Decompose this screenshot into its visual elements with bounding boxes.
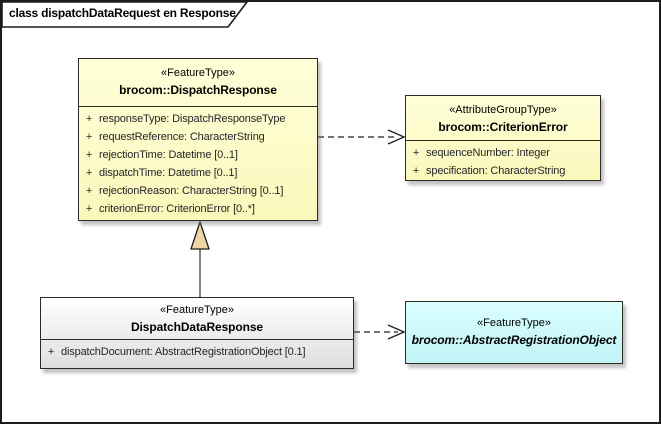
attribute-text: requestReference: CharacterString <box>99 131 265 143</box>
stereotype-label: «FeatureType» <box>160 304 234 316</box>
attribute-text: specification: CharacterString <box>426 165 566 177</box>
class-header: «AttributeGroupType» brocom::CriterionEr… <box>406 96 600 140</box>
attribute-text: sequenceNumber: Integer <box>426 147 550 159</box>
class-box-abstract-registration-object[interactable]: «FeatureType» brocom::AbstractRegistrati… <box>405 301 623 364</box>
visibility-sign: + <box>412 165 420 177</box>
class-name: DispatchDataResponse <box>130 320 264 334</box>
attribute-text: rejectionReason: CharacterString [0..1] <box>99 185 284 197</box>
attribute-text: responseType: DispatchResponseType <box>99 113 286 125</box>
stereotype-label: «FeatureType» <box>161 67 235 79</box>
class-name: brocom::AbstractRegistrationObject <box>411 332 617 347</box>
frame-tab <box>1 1 249 28</box>
visibility-sign: + <box>85 131 93 143</box>
attribute-text: criterionError: CriterionError [0..*] <box>99 203 255 215</box>
attribute-row[interactable]: + dispatchTime: Datetime [0..1] <box>79 164 317 182</box>
visibility-sign: + <box>47 346 55 358</box>
stereotype-label: «AttributeGroupType» <box>449 104 557 116</box>
dependency-connector-criterion-error[interactable] <box>318 129 406 145</box>
stereotype-label: «FeatureType» <box>477 316 551 329</box>
attributes-compartment: + dispatchDocument: AbstractRegistration… <box>41 339 353 368</box>
generalization-triangle <box>190 219 210 250</box>
class-box-criterion-error[interactable]: «AttributeGroupType» brocom::CriterionEr… <box>405 95 601 181</box>
attribute-text: dispatchDocument: AbstractRegistrationOb… <box>61 346 306 358</box>
attribute-row[interactable]: + requestReference: CharacterString <box>79 128 317 146</box>
attribute-row[interactable]: + criterionError: CriterionError [0..*] <box>79 200 317 218</box>
attributes-compartment: + sequenceNumber: Integer + specificatio… <box>406 140 600 180</box>
dependency-connector-abstract-registration-object[interactable] <box>354 324 406 340</box>
attribute-row[interactable]: + sequenceNumber: Integer <box>406 144 600 162</box>
attribute-text: rejectionTime: Datetime [0..1] <box>99 149 238 161</box>
class-box-dispatch-data-response[interactable]: «FeatureType» DispatchDataResponse + dis… <box>40 297 354 369</box>
visibility-sign: + <box>85 113 93 125</box>
class-box-dispatch-response[interactable]: «FeatureType» brocom::DispatchResponse +… <box>78 58 318 221</box>
frame-tab-label: class dispatchDataRequest en Response <box>9 6 236 20</box>
generalization-connector[interactable] <box>190 219 210 297</box>
attribute-row[interactable]: + rejectionReason: CharacterString [0..1… <box>79 182 317 200</box>
class-header: «FeatureType» DispatchDataResponse <box>41 298 353 339</box>
attribute-row[interactable]: + rejectionTime: Datetime [0..1] <box>79 146 317 164</box>
visibility-sign: + <box>85 167 93 179</box>
visibility-sign: + <box>85 185 93 197</box>
attribute-row[interactable]: + responseType: DispatchResponseType <box>79 110 317 128</box>
class-name: brocom::CriterionError <box>438 120 568 134</box>
attribute-text: dispatchTime: Datetime [0..1] <box>99 167 238 179</box>
class-name: brocom::DispatchResponse <box>119 83 277 97</box>
class-header: «FeatureType» brocom::DispatchResponse <box>79 59 317 106</box>
class-header: «FeatureType» brocom::AbstractRegistrati… <box>406 316 622 350</box>
visibility-sign: + <box>85 203 93 215</box>
attributes-compartment: + responseType: DispatchResponseType + r… <box>79 106 317 220</box>
visibility-sign: + <box>85 149 93 161</box>
attribute-row[interactable]: + specification: CharacterString <box>406 162 600 180</box>
attribute-row[interactable]: + dispatchDocument: AbstractRegistration… <box>41 343 353 361</box>
visibility-sign: + <box>412 147 420 159</box>
